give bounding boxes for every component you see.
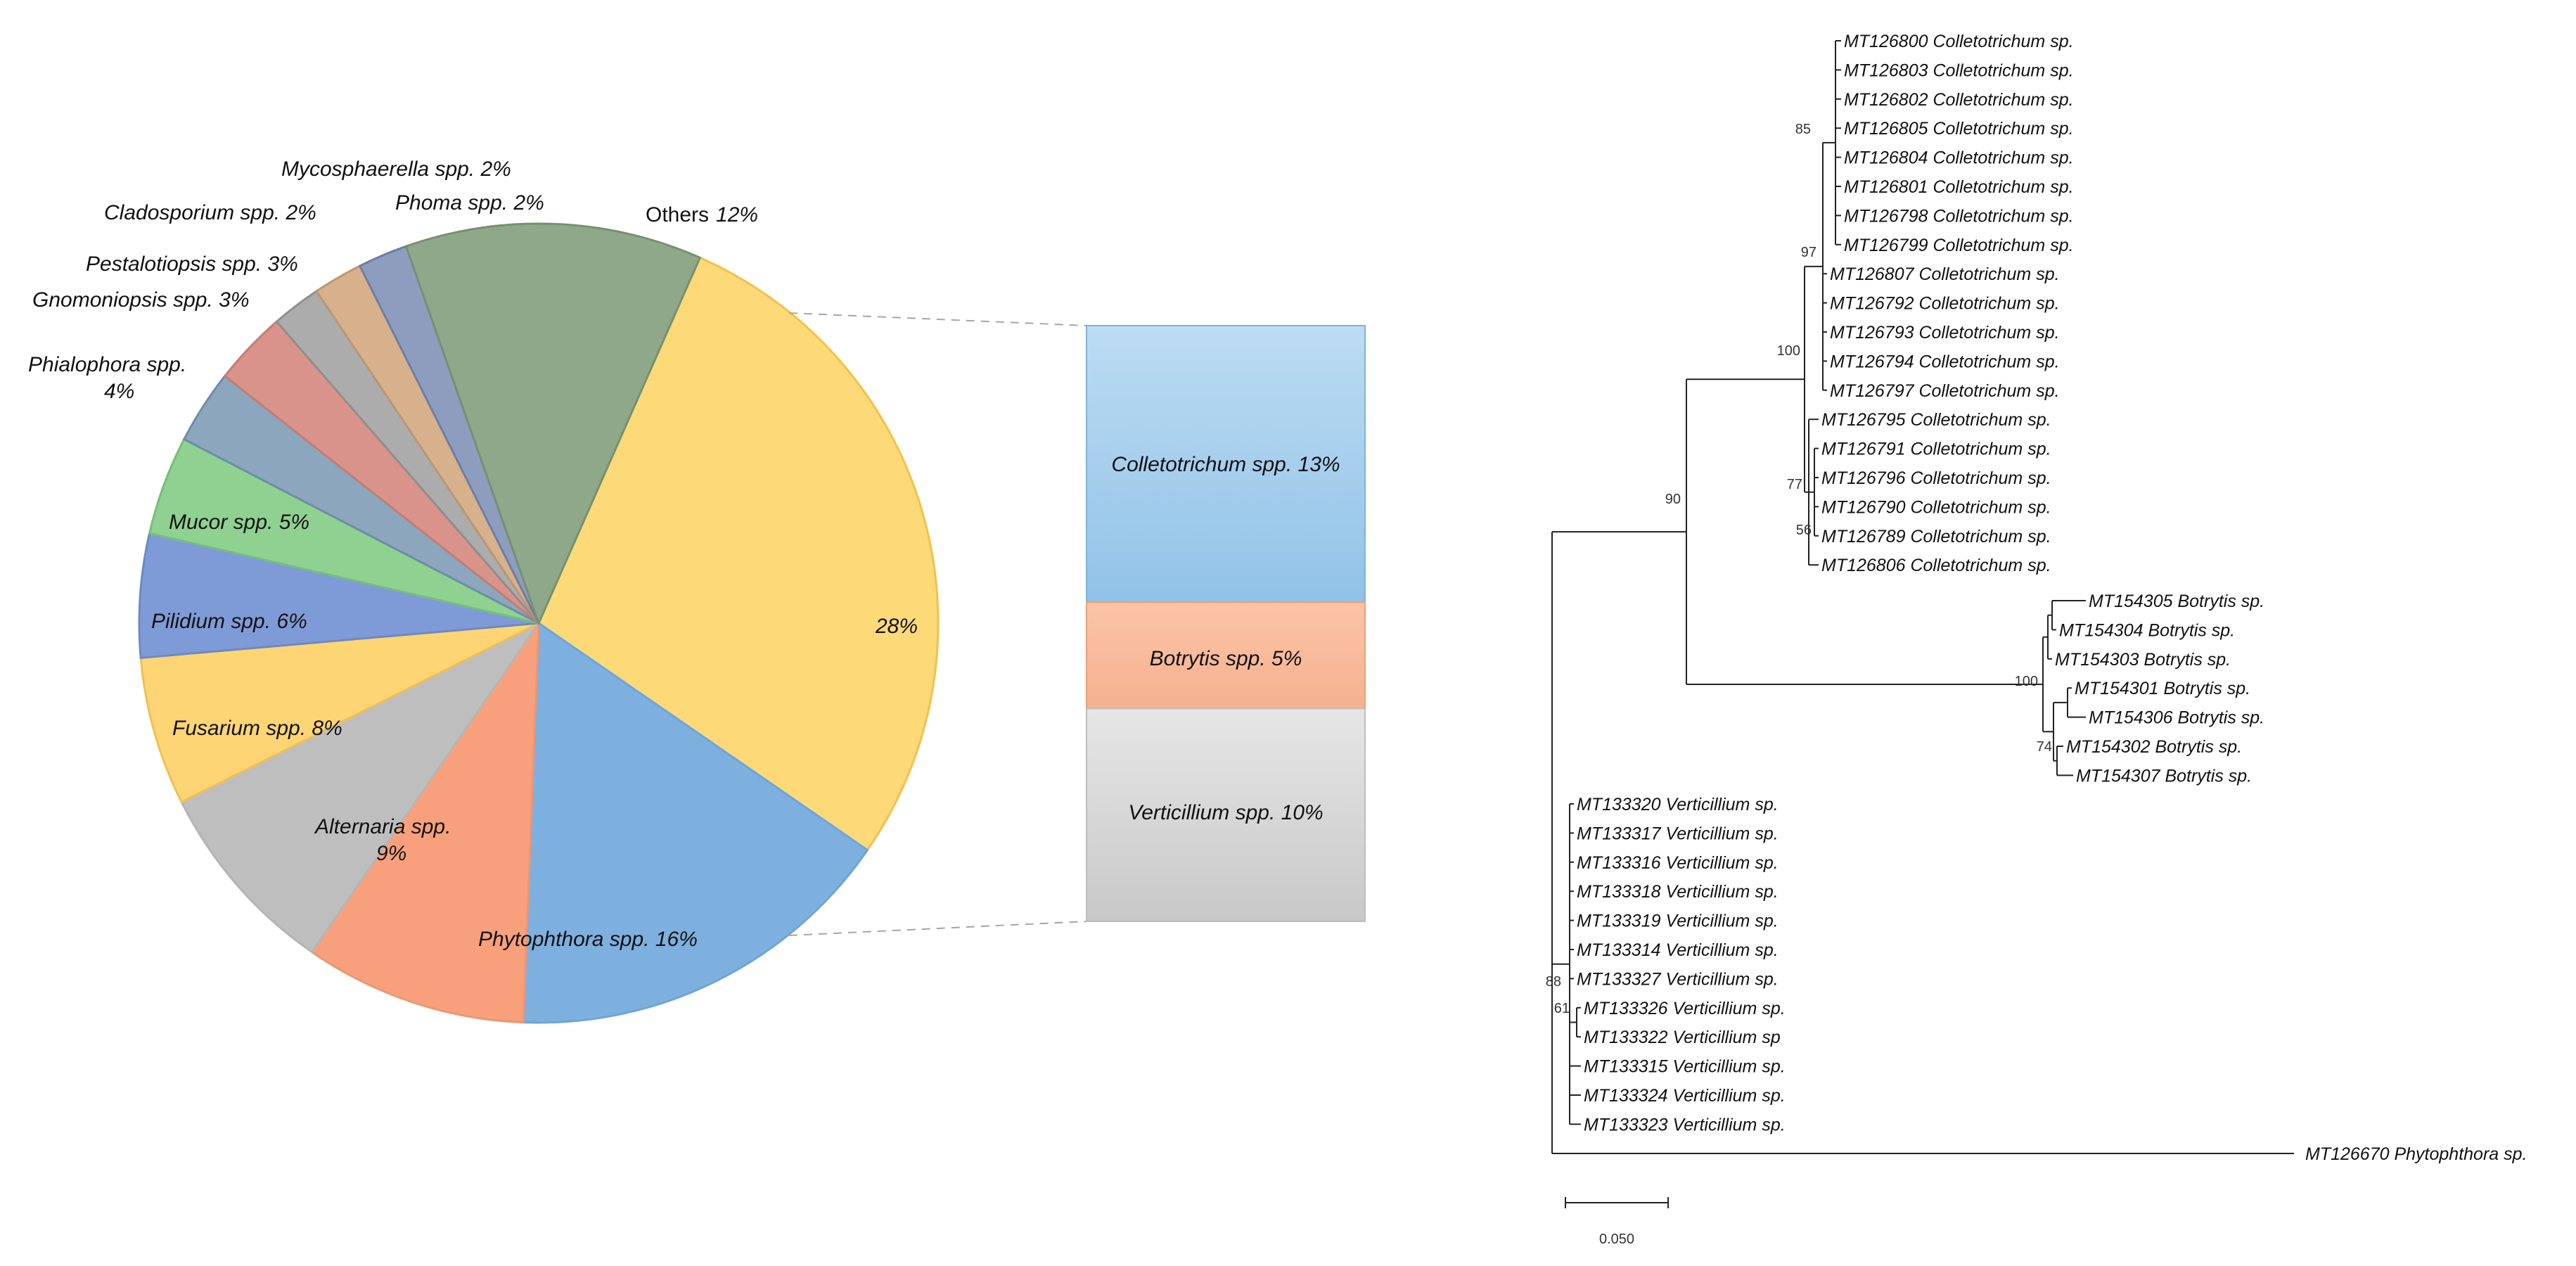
tree-tip-label: MT133316 Verticillium sp. — [1577, 853, 1779, 873]
pie-label-28pct: 28% — [875, 615, 918, 638]
pie-chart: 28% Phytophthora spp. 16% Alternaria spp… — [28, 158, 940, 1024]
tree-tip-label: MT126804 Colletotrichum sp. — [1844, 148, 2074, 168]
tree-tip-labels: MT126800 Colletotrichum sp. MT126803 Coll… — [1577, 32, 2527, 1164]
tree-tip-label: MT133326 Verticillium sp. — [1584, 999, 1786, 1018]
pie-label-phialophora: Phialophora spp.4% — [28, 353, 186, 403]
tree-tip-label: MT133314 Verticillium sp. — [1577, 940, 1779, 960]
tree-tip-label: MT133322 Verticillium sp — [1584, 1028, 1781, 1047]
bootstrap-74: 74 — [2037, 739, 2052, 755]
tree-tip-label: MT126789 Colletotrichum sp. — [1821, 527, 2051, 546]
pie-slice-alternaria-spp — [310, 619, 540, 1024]
pie-bar-connectors — [788, 312, 1087, 936]
pie-label-pilidium: Pilidium spp. 6% — [151, 610, 307, 633]
tree-tip-label: MT133315 Verticillium sp. — [1584, 1057, 1786, 1077]
bootstrap-97: 97 — [1801, 245, 1816, 260]
tree-tip-label: MT126795 Colletotrichum sp. — [1821, 410, 2051, 430]
tree-tip-label: MT154304 Botrytis sp. — [2059, 620, 2235, 640]
tree-tip-label: MT154306 Botrytis sp. — [2089, 708, 2264, 728]
pie-label-alternaria: Alternaria spp.9% — [314, 815, 451, 865]
tree-tip-label: MT126790 Colletotrichum sp. — [1821, 497, 2051, 517]
pie-label-phoma: Phoma spp. 2% — [395, 191, 544, 215]
bootstrap-100-botrytis: 100 — [2015, 674, 2038, 689]
tree-branches — [1551, 40, 2294, 1154]
pie-label-cladosporium: Cladosporium spp. 2% — [104, 201, 316, 224]
bootstrap-56: 56 — [1796, 523, 1812, 538]
tree-tip-label: MT126799 Colletotrichum sp. — [1844, 236, 2074, 255]
bar-label-colletotrichum: Colletotrichum spp. 13% — [1111, 453, 1340, 476]
tree-tip-label: MT126803 Colletotrichum sp. — [1844, 60, 2074, 80]
tree-tip-label: MT126806 Colletotrichum sp. — [1821, 556, 2051, 575]
bootstrap-values: 85 97 100 90 77 56 100 74 88 61 — [1546, 122, 2052, 1016]
bootstrap-77: 77 — [1787, 477, 1802, 492]
pie-label-pestalotiopsis: Pestalotiopsis spp. 3% — [86, 252, 298, 276]
tree-tip-label: MT133317 Verticillium sp. — [1577, 824, 1779, 843]
connector-top — [788, 312, 1087, 326]
bar-label-verticillium: Verticillium spp. 10% — [1128, 801, 1323, 824]
tree-tip-label: MT154305 Botrytis sp. — [2089, 592, 2264, 611]
tree-tip-label: MT126798 Colletotrichum sp. — [1844, 206, 2074, 226]
scale-bar: 0.050 — [1565, 1197, 1669, 1247]
pie-slice-phytophthora-spp — [522, 621, 869, 1024]
bootstrap-90: 90 — [1665, 492, 1681, 507]
bar-segments — [1086, 325, 1366, 922]
tree-tip-label: MT154302 Botrytis sp. — [2066, 737, 2242, 757]
bar-segment-verticillium-spp — [1086, 708, 1366, 922]
phylogenetic-tree: MT126800 Colletotrichum sp. MT126803 Coll… — [1546, 32, 2527, 1247]
tree-tip-label: MT126807 Colletotrichum sp. — [1830, 264, 2060, 284]
pie-slice-pilidium-spp — [139, 622, 539, 804]
tree-tip-label: MT126796 Colletotrichum sp. — [1821, 468, 2051, 488]
tree-tip-label: MT133327 Verticillium sp. — [1577, 969, 1779, 989]
tree-tip-label: MT126670 Phytophthora sp. — [2305, 1144, 2527, 1164]
bar-segment-colletotrichum-spp — [1086, 325, 1366, 603]
pie-slice-others — [404, 222, 702, 627]
tree-tip-label: MT126792 Colletotrichum sp. — [1830, 294, 2060, 314]
tree-tip-label: MT133320 Verticillium sp. — [1577, 795, 1779, 814]
pie-label-gnomoniopsis: Gnomoniopsis spp. 3% — [32, 288, 250, 312]
tree-tip-label: MT126800 Colletotrichum sp. — [1844, 32, 2074, 51]
bootstrap-61: 61 — [1554, 1001, 1570, 1016]
tree-tip-label: MT133323 Verticillium sp. — [1584, 1115, 1786, 1134]
tree-tip-label: MT154303 Botrytis sp. — [2055, 650, 2231, 670]
pie-label-phytophthora: Phytophthora spp. 16% — [478, 928, 698, 951]
tree-tip-label: MT126793 Colletotrichum sp. — [1830, 323, 2060, 343]
tree-tip-label: MT126801 Colletotrichum sp. — [1844, 177, 2074, 197]
scale-bar-label: 0.050 — [1599, 1232, 1634, 1247]
tree-tip-label: MT126794 Colletotrichum sp. — [1830, 352, 2060, 371]
tree-tip-label: MT126791 Colletotrichum sp. — [1821, 440, 2051, 459]
pie-slice-unlabeled — [537, 256, 940, 852]
pie-slice-mucor-spp — [138, 532, 539, 660]
tree-tip-label: MT133324 Verticillium sp. — [1584, 1086, 1786, 1106]
tree-tip-label: MT133318 Verticillium sp. — [1577, 882, 1779, 902]
pie-label-mucor: Mucor spp. 5% — [169, 511, 309, 534]
tree-tip-label: MT154301 Botrytis sp. — [2075, 679, 2250, 698]
tree-tip-label: MT126805 Colletotrichum sp. — [1844, 119, 2074, 139]
pie-slice-fusarium-spp — [180, 622, 540, 954]
pie-label-mycosphaerella: Mycosphaerella spp. 2% — [281, 158, 511, 181]
bar-segment-botrytis-spp — [1086, 601, 1366, 710]
bootstrap-100-colletotrichum: 100 — [1777, 343, 1800, 359]
stacked-bar: Colletotrichum spp. 13% Botrytis spp. 5%… — [1086, 325, 1366, 922]
bootstrap-88: 88 — [1546, 974, 1561, 990]
bootstrap-85: 85 — [1795, 122, 1811, 137]
tree-tip-label: MT126797 Colletotrichum sp. — [1830, 381, 2060, 401]
connector-bottom — [788, 921, 1087, 936]
pie-labels: 28% Phytophthora spp. 16% Alternaria spp… — [28, 158, 918, 951]
tree-tip-label: MT133319 Verticillium sp. — [1577, 912, 1779, 931]
tree-tip-label: MT126802 Colletotrichum sp. — [1844, 90, 2074, 110]
bar-label-botrytis: Botrytis spp. 5% — [1150, 647, 1302, 670]
pie-slices — [138, 222, 940, 1024]
tree-tip-label: MT154307 Botrytis sp. — [2076, 766, 2252, 786]
pie-label-fusarium: Fusarium spp. 8% — [172, 717, 342, 740]
